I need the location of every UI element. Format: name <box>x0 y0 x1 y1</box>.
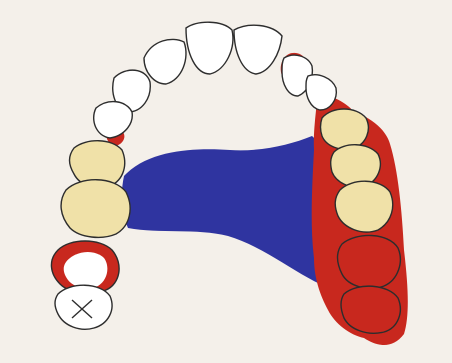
right-premolar-2 <box>335 181 392 232</box>
right-canine <box>321 109 369 149</box>
left-natural-teeth <box>61 141 130 238</box>
right-molar-1 <box>338 235 401 288</box>
right-premolar-1 <box>331 145 381 187</box>
left-molar <box>61 180 130 238</box>
right-molar-2 <box>341 286 400 333</box>
